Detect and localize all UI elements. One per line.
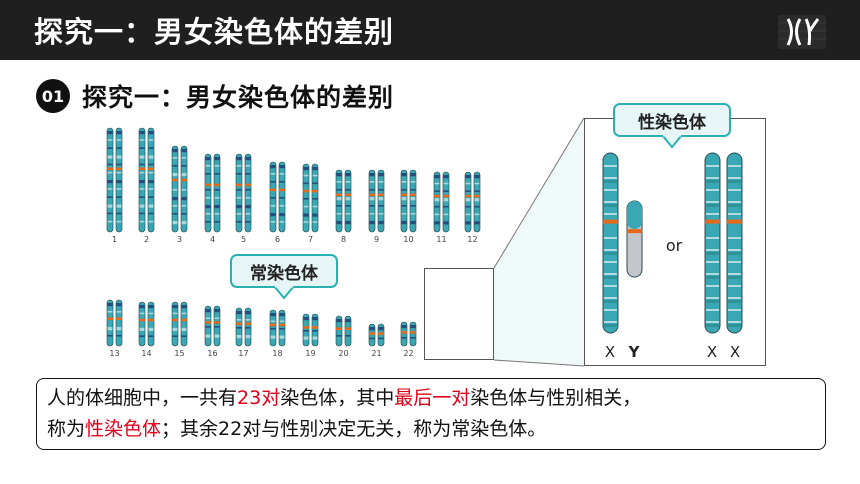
chromosome-pair-7-a: [302, 163, 310, 233]
chromosome-label-12: 12: [467, 235, 477, 244]
chromosome-label-14: 14: [141, 349, 151, 358]
chromosome-pair-8-b: [344, 169, 352, 233]
chromosome-pair-9-a: [368, 169, 376, 233]
chromosome-pair-7-b: [311, 163, 319, 233]
chromosome-pair-21-b: [377, 323, 385, 347]
page-title: 探究一：男女染色体的差别: [34, 15, 395, 49]
desc-highlight-last-pair: 最后一对: [394, 387, 471, 409]
section-number-badge: 01: [36, 79, 70, 113]
chromosome-pair-16-a: [204, 305, 212, 347]
desc-text-5: ；其余22对与性别决定无关，称为常染色体。: [161, 418, 547, 440]
chromosome-pair-15-b: [180, 301, 188, 347]
chromosome-pair-4-b: [213, 153, 221, 233]
section-heading: 01 探究一：男女染色体的差别: [36, 76, 394, 116]
zoom-x-chromosome-female-b: [726, 152, 743, 334]
chromosome-pair-13-b: [115, 299, 123, 347]
chromosome-pair-13-a: [106, 299, 114, 347]
sex-chromosome-callout-pointer: [660, 135, 684, 149]
chromosome-pair-2-a: [138, 127, 146, 233]
zoom-or-label: or: [666, 236, 683, 255]
chromosome-pair-14-a: [138, 301, 146, 347]
chromosome-pair-8-a: [335, 169, 343, 233]
chromosome-pair-11-a: [433, 171, 441, 233]
desc-text-2: 染色体，其中: [280, 387, 395, 409]
chromosome-pair-22-b: [409, 321, 417, 347]
chromosome-label-6: 6: [275, 235, 280, 244]
chromosome-pair-1-a: [106, 127, 114, 233]
chromosome-pair-18-a: [269, 309, 277, 347]
chromosome-label-1: 1: [112, 235, 117, 244]
desc-highlight-23-pairs: 23对: [237, 387, 281, 409]
zoom-sex-label-2: X: [707, 343, 717, 361]
chromosome-pair-3-b: [180, 145, 188, 233]
chromosome-label-18: 18: [272, 349, 282, 358]
chromosome-pair-3-a: [171, 145, 179, 233]
chromosome-pair-18-b: [278, 309, 286, 347]
autosome-callout: 常染色体: [230, 254, 338, 288]
chromosome-pair-20-b: [344, 315, 352, 347]
chromosome-pair-4-a: [204, 153, 212, 233]
chromosome-pair-6-a: [269, 161, 277, 233]
chromosome-pair-10-b: [409, 169, 417, 233]
chromosome-pair-17-a: [235, 307, 243, 347]
chromosome-label-19: 19: [305, 349, 315, 358]
chromosome-label-16: 16: [207, 349, 217, 358]
chromosome-pair-15-a: [171, 301, 179, 347]
chromosome-label-8: 8: [341, 235, 346, 244]
chromosome-label-22: 22: [403, 349, 413, 358]
chromosome-pair-6-b: [278, 161, 286, 233]
chromosome-pair-12-a: [464, 171, 472, 233]
section-title: 探究一：男女染色体的差别: [82, 83, 395, 112]
zoom-sex-label-1: Y: [628, 343, 641, 361]
chromosome-label-9: 9: [374, 235, 379, 244]
chromosome-label-5: 5: [241, 235, 246, 244]
autosome-callout-pointer: [272, 286, 296, 300]
chromosome-pair-9-b: [377, 169, 385, 233]
chromosome-label-4: 4: [210, 235, 215, 244]
sex-chromosome-highlight-box: [424, 268, 494, 360]
chromosome-pair-2-b: [147, 127, 155, 233]
chromosome-pair-12-b: [473, 171, 481, 233]
zoom-y-chromosome: [626, 200, 643, 278]
desc-text-3: 染色体与性别相关，: [470, 387, 642, 409]
chromosome-pair-19-a: [302, 313, 310, 347]
chromosome-label-15: 15: [174, 349, 184, 358]
zoom-sex-label-3: X: [730, 343, 740, 361]
desc-highlight-sex-chromosome: 性染色体: [85, 418, 162, 440]
chromosome-pair-19-b: [311, 313, 319, 347]
chromosome-pair-10-a: [400, 169, 408, 233]
zoom-sex-label-0: X: [605, 343, 615, 361]
chromosome-pair-16-b: [213, 305, 221, 347]
chromosome-pair-11-b: [442, 171, 450, 233]
desc-text-1: 人的体细胞中，一共有: [47, 387, 238, 409]
chromosome-pair-21-a: [368, 323, 376, 347]
chromosome-pair-20-a: [335, 315, 343, 347]
description-box: 人的体细胞中，一共有23对染色体，其中最后一对染色体与性别相关， 称为性染色体；…: [36, 378, 826, 450]
chromosome-pair-17-b: [244, 307, 252, 347]
chromosome-pair-22-a: [400, 321, 408, 347]
chromosome-label-13: 13: [109, 349, 119, 358]
sex-chromosome-callout: 性染色体: [613, 103, 731, 137]
chromosome-label-11: 11: [436, 235, 446, 244]
chromosome-pair-14-b: [147, 301, 155, 347]
chromosome-label-21: 21: [371, 349, 381, 358]
zoom-x-chromosome-male: [602, 152, 619, 334]
chromosome-pair-5-b: [244, 153, 252, 233]
chromosome-label-17: 17: [238, 349, 248, 358]
chromosome-pair-1-b: [115, 127, 123, 233]
chromosome-label-7: 7: [308, 235, 313, 244]
desc-text-4: 称为: [47, 418, 86, 440]
chromosome-label-10: 10: [403, 235, 413, 244]
chromosome-label-20: 20: [338, 349, 348, 358]
title-bar: 探究一：男女染色体的差别: [0, 0, 860, 60]
chromosome-label-3: 3: [177, 235, 182, 244]
chromosome-pair-5-a: [235, 153, 243, 233]
chromosome-label-2: 2: [144, 235, 149, 244]
xy-chromosome-icon: [778, 15, 826, 49]
zoom-x-chromosome-female-a: [704, 152, 721, 334]
